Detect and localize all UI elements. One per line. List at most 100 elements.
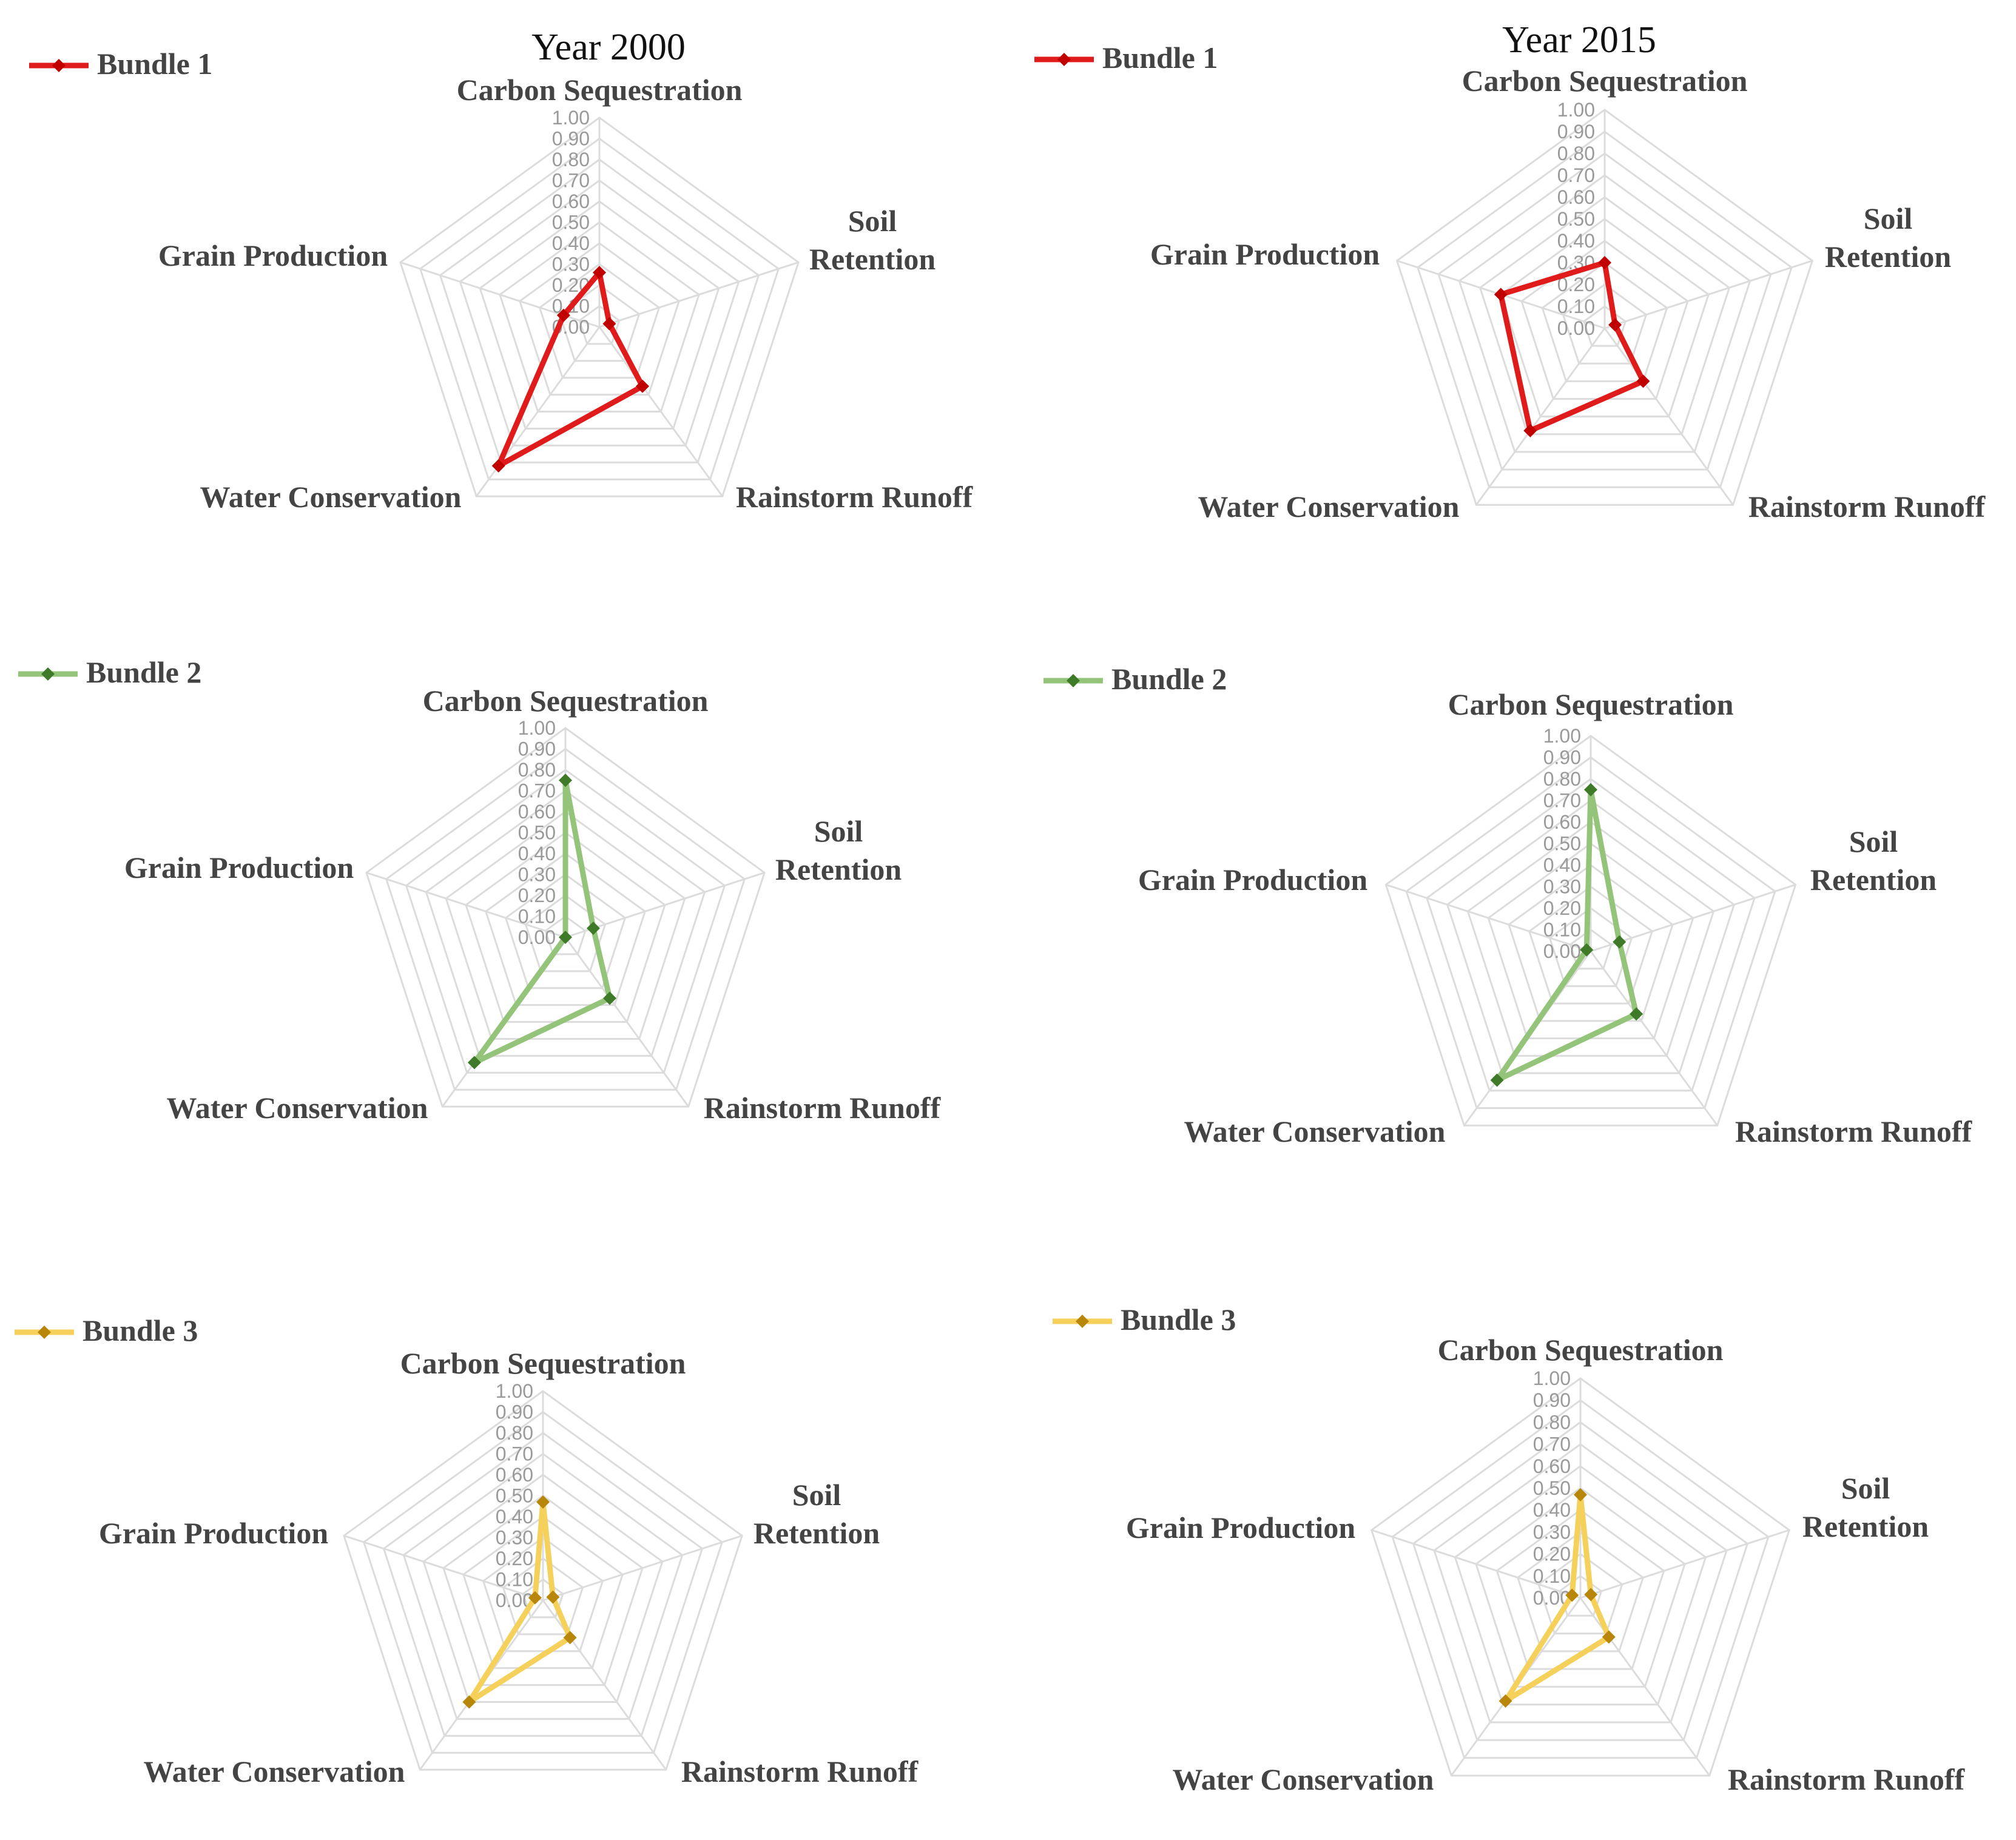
tick-label: 0.20 [1533,1543,1571,1565]
grid-ring-3 [1528,885,1654,1005]
data-point [1490,1073,1504,1087]
tick-label: 0.30 [1543,876,1581,898]
axis-label-grain-production: Grain Production [124,851,354,885]
tick-label: 0.10 [518,906,556,928]
axis-label-carbon-sequestration: Carbon Sequestration [1448,687,1734,721]
axis-label-grain-production: Grain Production [1126,1511,1355,1545]
tick-label: 1.00 [1543,725,1581,747]
radar-panel-3: 0.000.100.200.300.400.500.600.700.800.90… [18,655,941,1125]
radar-panel-4: 0.000.100.200.300.400.500.600.700.800.90… [1043,662,1972,1148]
tick-label: 0.50 [1557,208,1595,230]
tick-label: 0.80 [552,149,590,170]
tick-label: 0.50 [496,1485,533,1507]
grid-ring-8 [1412,1421,1749,1741]
grid-ring-2 [502,1557,584,1636]
grid-ring-4 [1495,1509,1665,1670]
axis-label-rainstorm-runoff: Rainstorm Runoff [704,1091,942,1125]
series-line-bundle-2 [471,777,613,1066]
data-point [559,773,572,787]
tick-label: 0.40 [552,232,590,254]
axis-label-soil-retention-line1: Soil [848,204,897,238]
grid-ring-3 [1541,261,1668,382]
legend-label: Bundle 3 [83,1313,198,1347]
grid-ring-7 [402,1452,684,1720]
axis-label-carbon-sequestration: Carbon Sequestration [400,1346,686,1380]
data-point [546,1590,560,1604]
data-point [586,922,600,935]
tick-label: 0.40 [518,843,556,864]
tick-label: 0.00 [1557,317,1595,339]
column-title-year-2015: Year 2015 [1502,19,1656,61]
tick-label: 0.10 [1557,295,1595,317]
tick-label: 0.30 [496,1527,533,1549]
tick-label: 0.90 [496,1401,533,1423]
grid-ring-1 [522,1578,564,1619]
tick-label: 0.90 [552,128,590,150]
tick-label: 0.40 [1557,230,1595,252]
tick-label: 1.00 [1557,99,1595,121]
tick-label: 0.40 [496,1506,533,1528]
grid-ring-7 [1446,799,1736,1074]
grid-ring-1 [1569,928,1613,970]
axis-spoke-2 [1580,1529,1790,1599]
tick-label: 0.80 [496,1422,533,1444]
tick-label: 0.70 [1533,1434,1571,1455]
axis-label-water-conservation: Water Conservation [200,480,462,514]
radar-panel-5: 0.000.100.200.300.400.500.600.700.800.90… [15,1313,919,1788]
grid-ring-10 [1370,1377,1791,1777]
grid-ring-1 [1558,1574,1603,1617]
grid-ring-6 [1454,1464,1707,1706]
legend-marker [1076,1315,1089,1328]
data-point [1608,318,1622,332]
grid-ring-9 [1391,1399,1770,1759]
data-point [467,1056,481,1070]
tick-label: 0.00 [518,926,556,948]
axis-spoke-2 [1604,260,1813,329]
tick-label: 0.30 [1533,1521,1571,1543]
grid-ring-5 [1475,1487,1686,1688]
series-line-bundle-3 [466,1499,573,1705]
data-point [602,317,616,331]
grid-ring-10 [1395,109,1814,506]
axis-label-water-conservation: Water Conservation [144,1754,405,1788]
tick-label: 0.70 [1557,164,1595,186]
legend-marker [1067,674,1080,687]
data-point [1494,288,1508,302]
grid-ring-7 [459,179,740,447]
axis-label-soil-retention-line2: Retention [1825,240,1951,274]
tick-label: 0.30 [518,864,556,886]
axis-label-rainstorm-runoff: Rainstorm Runoff [736,480,974,514]
grid-ring-6 [1478,196,1731,436]
axis-spoke-2 [599,261,799,328]
tick-label: 0.70 [552,170,590,192]
grid-ring-5 [442,1494,644,1687]
axis-label-grain-production: Grain Production [1138,863,1367,897]
data-point [1499,1694,1512,1708]
axis-label-rainstorm-runoff: Rainstorm Runoff [681,1754,919,1788]
column-title-year-2000: Year 2000 [531,27,686,68]
data-point [1574,1488,1587,1501]
tick-label: 0.40 [1543,854,1581,876]
grid-ring-7 [1458,174,1751,453]
grid-ring-9 [1405,756,1776,1109]
tick-label: 0.00 [1543,940,1581,962]
grid-ring-1 [578,305,621,345]
tick-label: 0.10 [496,1569,533,1591]
axis-label-soil-retention-line2: Retention [1802,1509,1929,1543]
grid-ring-8 [1426,778,1756,1092]
axis-label-carbon-sequestration: Carbon Sequestration [1462,64,1748,98]
tick-label: 0.60 [552,190,590,212]
grid-ring-3 [538,263,661,379]
tick-label: 0.50 [1543,833,1581,855]
grid-ring-1 [544,915,587,955]
axis-label-water-conservation: Water Conservation [1173,1762,1434,1796]
data-point [1580,943,1594,957]
tick-label: 0.60 [1543,811,1581,833]
grid-ring-8 [405,769,726,1074]
grid-ring-6 [479,200,720,430]
legend-marker [41,667,55,681]
data-point [1565,1588,1579,1602]
data-point [1602,1630,1616,1644]
data-point [1523,423,1537,437]
